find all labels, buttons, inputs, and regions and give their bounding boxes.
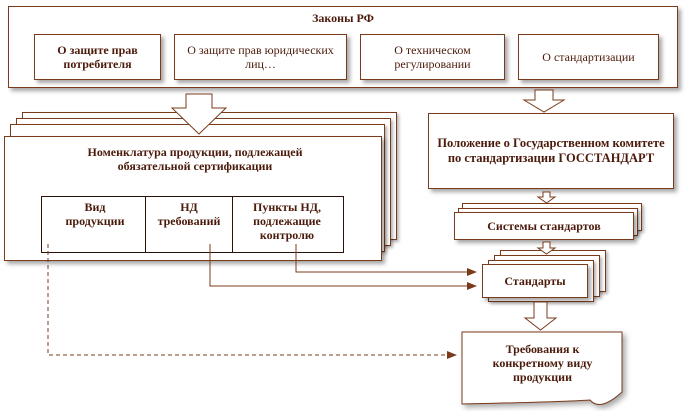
law-consumer-rights: О защите прав потребителя — [34, 34, 161, 80]
requirements-label: Требования к конкретному виду продукции — [492, 342, 593, 384]
law-legal-entities-label: О защите прав юридических лиц… — [187, 43, 334, 71]
column-product-type: Вид продукции — [65, 200, 125, 228]
line-points-to-standards — [295, 244, 477, 276]
table-divider-1 — [145, 196, 146, 253]
arrow-laws-to-nomenclature — [170, 93, 228, 135]
systems-box: Системы стандартов — [454, 212, 634, 240]
gosstandart-label: Положение о Государственном комитете по … — [437, 136, 665, 165]
law-consumer-rights-label: О защите прав потребителя — [57, 43, 138, 71]
column-nd-points: Пункты НД, подлежащие контролю — [252, 200, 321, 242]
law-standardization-label: О стандартизации — [542, 50, 635, 64]
line-product-to-requirements — [47, 244, 457, 359]
column-nd-requirements: НД требований — [157, 200, 221, 228]
arrow-systems-to-standards — [536, 241, 557, 255]
nomenclature-box — [4, 136, 382, 261]
standards-box: Стандарты — [482, 264, 588, 298]
arrow-standards-to-requirements — [523, 301, 558, 331]
law-tech-regulation: О техническом регулировании — [360, 34, 505, 80]
laws-title: Законы РФ — [312, 11, 374, 25]
gosstandart-box: Положение о Государственном комитете по … — [428, 113, 674, 189]
law-legal-entities: О защите прав юридических лиц… — [174, 34, 347, 80]
arrow-laws-to-gosstandart — [522, 89, 566, 113]
law-standardization: О стандартизации — [518, 34, 659, 80]
standards-label: Стандарты — [504, 274, 566, 288]
arrow-gosstandart-to-systems — [536, 191, 557, 204]
nomenclature-title: Номенклатура продукции, подлежащей обяза… — [87, 145, 303, 173]
law-tech-regulation-label: О техническом регулировании — [394, 43, 471, 71]
line-nd-to-standards — [209, 244, 477, 290]
table-divider-2 — [232, 196, 233, 253]
systems-label: Системы стандартов — [487, 219, 601, 233]
nomenclature-table — [41, 196, 344, 253]
